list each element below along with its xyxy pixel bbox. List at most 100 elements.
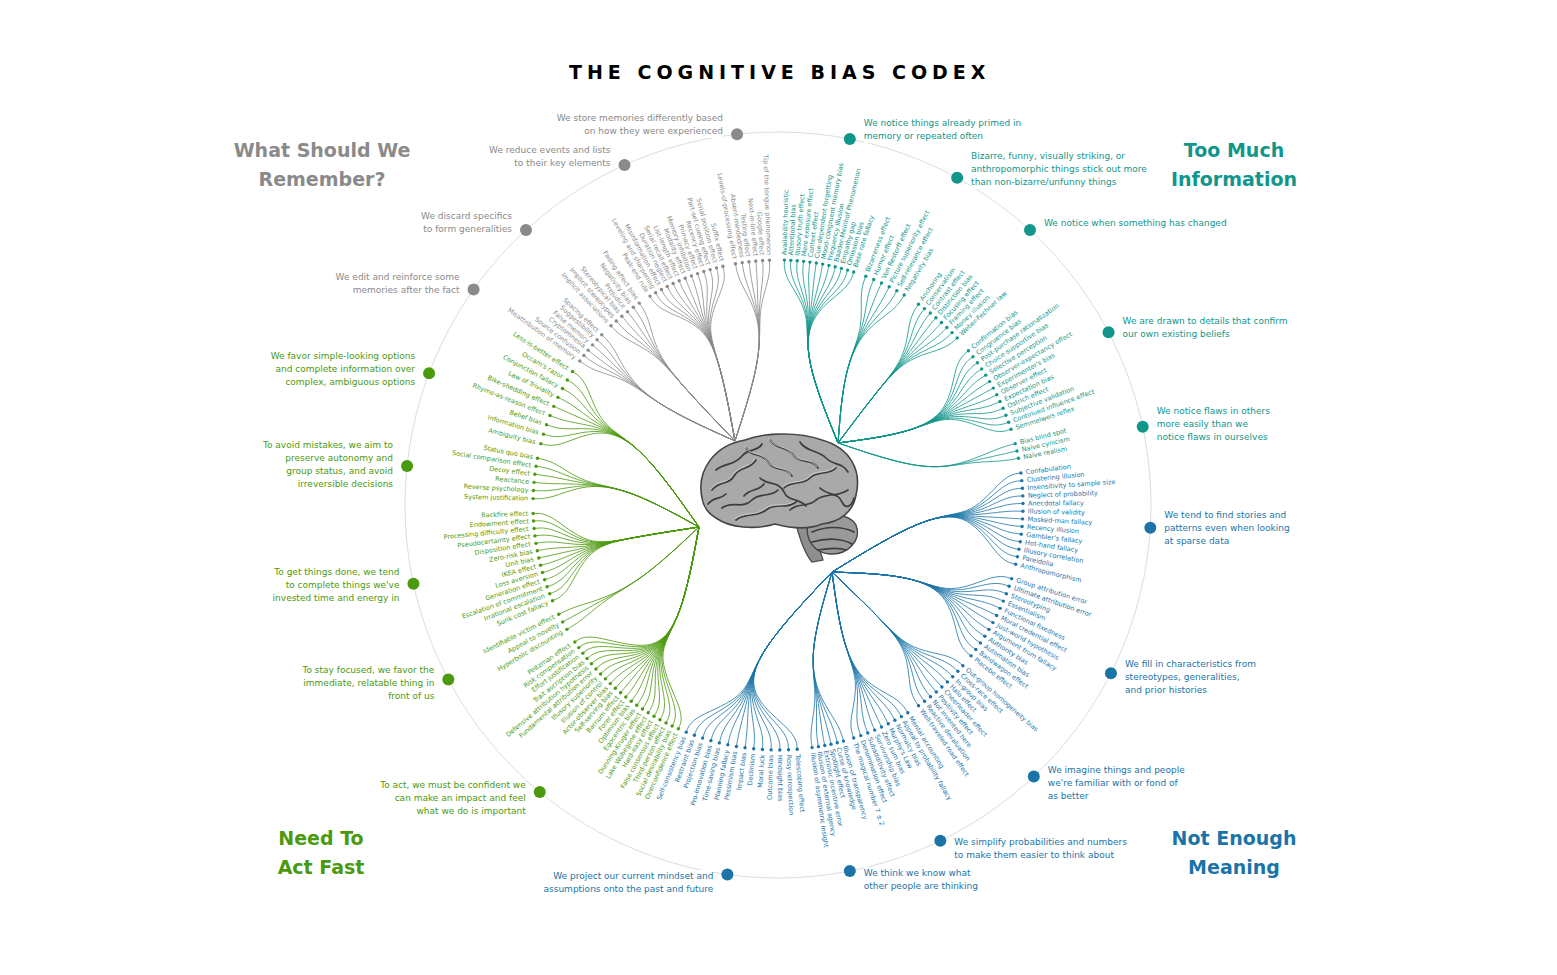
branch-line bbox=[650, 296, 735, 441]
bias-label: Outcome bias bbox=[766, 755, 775, 800]
leaf-dot bbox=[658, 718, 661, 721]
leaf-dot bbox=[761, 259, 764, 262]
category-label: To get things done, we tend to complete … bbox=[269, 566, 399, 605]
leaf-dot bbox=[586, 348, 589, 351]
branch-line bbox=[547, 527, 699, 587]
category-dot bbox=[844, 865, 856, 877]
leaf-dot bbox=[701, 736, 704, 739]
leaf-dot bbox=[594, 667, 597, 670]
leaf-dot bbox=[821, 262, 824, 265]
leaf-dot bbox=[685, 730, 688, 733]
leaf-dot bbox=[783, 258, 786, 261]
leaf-dot bbox=[1010, 577, 1013, 580]
bias-label: Declinism bbox=[746, 753, 757, 785]
branch-line bbox=[610, 527, 699, 684]
leaf-dot bbox=[532, 519, 535, 522]
category-label: To act, we must be confident we can make… bbox=[376, 779, 526, 818]
category-dot bbox=[407, 578, 419, 590]
leaf-dot bbox=[551, 599, 554, 602]
branch-line bbox=[751, 572, 832, 749]
leaf-dot bbox=[752, 747, 755, 750]
branch-line bbox=[753, 572, 832, 750]
category-label: We are drawn to details that confirm our… bbox=[1123, 315, 1291, 341]
category-label: We tend to find stories and patterns eve… bbox=[1164, 509, 1290, 548]
leaf-dot bbox=[1019, 540, 1022, 543]
branch-line bbox=[832, 488, 1022, 572]
category-dot bbox=[1028, 770, 1040, 782]
branch-line bbox=[832, 496, 1023, 572]
bias-label: Hindsight bias bbox=[776, 755, 784, 801]
leaf-dot bbox=[635, 704, 638, 707]
leaf-dot bbox=[1020, 532, 1023, 535]
branch-line bbox=[832, 572, 989, 630]
category-label: We imagine things and people we're famil… bbox=[1048, 764, 1188, 803]
branch-line bbox=[593, 345, 735, 441]
leaf-dot bbox=[693, 734, 696, 737]
leaf-dot bbox=[619, 691, 622, 694]
leaf-dot bbox=[778, 748, 781, 751]
category-dot bbox=[1024, 224, 1036, 236]
leaf-dot bbox=[578, 359, 581, 362]
category-label: We reduce events and lists to their key … bbox=[485, 144, 611, 170]
category-dot bbox=[1137, 421, 1149, 433]
leaf-dot bbox=[571, 370, 574, 373]
leaf-dot bbox=[721, 265, 724, 268]
leaf-dot bbox=[537, 556, 540, 559]
leaf-dot bbox=[1004, 414, 1007, 417]
branch-line bbox=[838, 338, 957, 443]
branch-line bbox=[661, 290, 735, 441]
branch-line bbox=[838, 323, 941, 443]
leaf-dot bbox=[950, 331, 953, 334]
branch-line bbox=[642, 527, 699, 709]
leaf-dot bbox=[1021, 517, 1024, 520]
branch-line bbox=[838, 382, 990, 443]
leaf-dot bbox=[1021, 494, 1024, 497]
leaf-dot bbox=[690, 274, 693, 277]
branch-line bbox=[567, 527, 699, 629]
branch-line bbox=[832, 572, 908, 713]
branch-line bbox=[719, 572, 832, 743]
branch-line bbox=[735, 260, 770, 441]
leaf-dot bbox=[789, 259, 792, 262]
leaf-dot bbox=[582, 354, 585, 357]
leaf-dot bbox=[1021, 510, 1024, 513]
branch-line bbox=[832, 517, 1016, 572]
bias-label: Backfire effect bbox=[481, 510, 528, 520]
branch-line bbox=[813, 572, 832, 747]
quadrant-title: Not Enough Meaning bbox=[1159, 824, 1309, 882]
leaf-dot bbox=[1013, 442, 1016, 445]
branch-line bbox=[813, 572, 832, 745]
leaf-dot bbox=[1019, 471, 1022, 474]
leaf-dot bbox=[880, 725, 883, 728]
branch-line bbox=[808, 265, 838, 443]
leaf-dot bbox=[974, 648, 977, 651]
leaf-dot bbox=[709, 739, 712, 742]
leaf-dot bbox=[945, 326, 948, 329]
category-label: We think we know what other people are t… bbox=[864, 867, 982, 893]
leaf-dot bbox=[654, 291, 657, 294]
leaf-dot bbox=[917, 303, 920, 306]
leaf-dot bbox=[684, 277, 687, 280]
category-label: We notice flaws in others more easily th… bbox=[1157, 405, 1275, 444]
branch-line bbox=[832, 572, 1009, 590]
branch-line bbox=[811, 572, 832, 748]
leaf-dot bbox=[536, 457, 539, 460]
branch-line bbox=[838, 443, 1017, 467]
leaf-dot bbox=[979, 641, 982, 644]
leaf-dot bbox=[557, 613, 560, 616]
branch-line bbox=[784, 260, 838, 443]
branch-line bbox=[541, 433, 699, 527]
leaf-dot bbox=[976, 361, 979, 364]
branch-line bbox=[838, 375, 986, 443]
branch-line bbox=[691, 276, 735, 441]
leaf-dot bbox=[984, 373, 987, 376]
leaf-dot bbox=[543, 578, 546, 581]
leaf-dot bbox=[585, 657, 588, 660]
quadrant-title: Too Much Information bbox=[1149, 136, 1319, 194]
bias-label: Neglect of probability bbox=[1028, 489, 1098, 500]
branch-line bbox=[686, 572, 832, 732]
branch-line bbox=[728, 572, 832, 745]
category-label: To stay focused, we favor the immediate,… bbox=[298, 664, 434, 703]
leaf-dot bbox=[887, 722, 890, 725]
leaf-dot bbox=[735, 745, 738, 748]
